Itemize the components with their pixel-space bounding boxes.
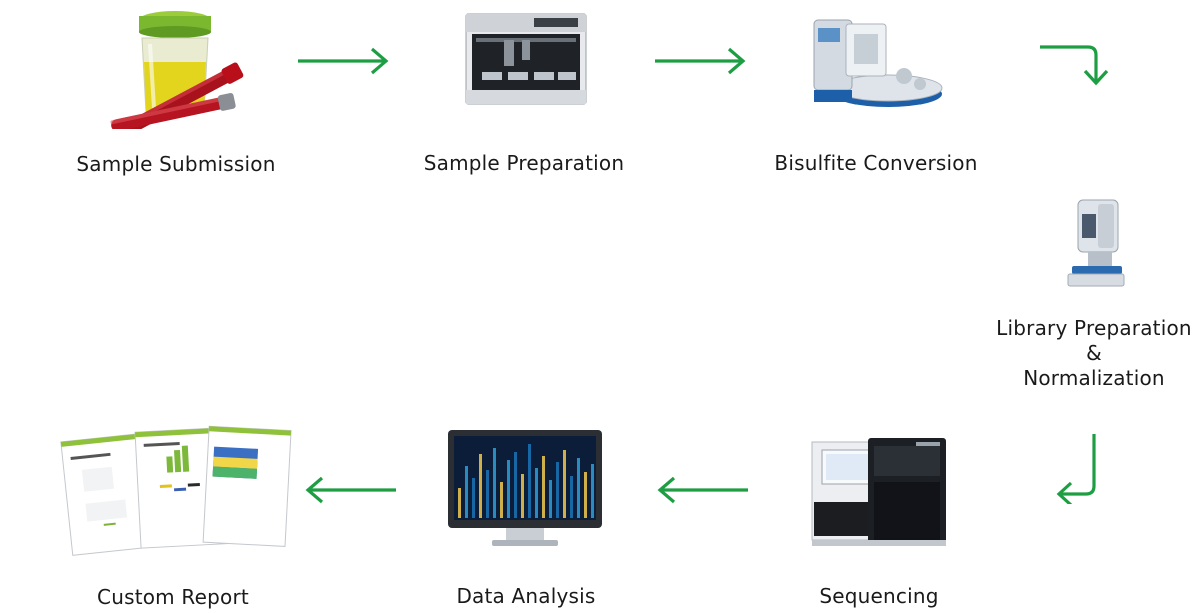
screen-data-bar: [570, 476, 573, 518]
step-label-custom-report: Custom Report: [97, 585, 249, 609]
screen-data-bar: [542, 456, 545, 518]
step-label-sequencing: Sequencing: [819, 584, 939, 608]
screen-data-bar: [472, 478, 475, 518]
screen-data-bar: [535, 468, 538, 518]
step-label-sample-submission: Sample Submission: [76, 152, 276, 176]
left-arrow-icon: [657, 476, 748, 504]
automated-extraction-instrument-icon: [813, 19, 943, 107]
step-label-line: Library Preparation: [996, 316, 1192, 340]
turn-down-arrow-icon: [1040, 45, 1109, 86]
screen-data-bar: [500, 482, 503, 518]
screen-data-bar: [514, 452, 517, 518]
right-arrow-icon: [298, 47, 389, 75]
step-label-sample-preparation: Sample Preparation: [423, 151, 625, 175]
screen-data-bar: [458, 488, 461, 518]
step-label-line: &: [1086, 341, 1102, 365]
screen-data-bar: [493, 448, 496, 518]
screen-data-bar: [486, 470, 489, 518]
screen-data-bar: [465, 466, 468, 518]
screen-data-bar: [577, 458, 580, 518]
screen-data-bar: [507, 460, 510, 518]
screen-data-bar: [563, 450, 566, 518]
liquid-handling-robot-icon: [465, 13, 587, 105]
step-label-bisulfite-conversion: Bisulfite Conversion: [774, 151, 978, 175]
right-arrow-icon: [655, 47, 746, 75]
screen-data-bar: [479, 454, 482, 518]
screen-data-bar: [584, 472, 587, 518]
specimen-cup-and-blood-tubes-icon: [110, 11, 244, 129]
library-prep-instrument-icon: [1067, 199, 1125, 287]
turn-left-arrow-icon: [1056, 434, 1096, 504]
screen-data-bar: [521, 474, 524, 518]
step-label-library-preparation-normalization: Library Preparation & Normalization: [968, 316, 1200, 391]
left-arrow-icon: [305, 476, 396, 504]
report-pages-icon: [60, 425, 292, 556]
screen-data-bar: [591, 464, 594, 518]
step-label-data-analysis: Data Analysis: [456, 584, 596, 608]
step-label-line: Normalization: [1023, 366, 1165, 390]
monitor-with-data-visualization-icon: [448, 430, 602, 546]
screen-data-bar: [549, 480, 552, 518]
sequencer-icon: [811, 438, 946, 546]
screen-data-bar: [528, 444, 531, 518]
screen-data-bar: [556, 462, 559, 518]
